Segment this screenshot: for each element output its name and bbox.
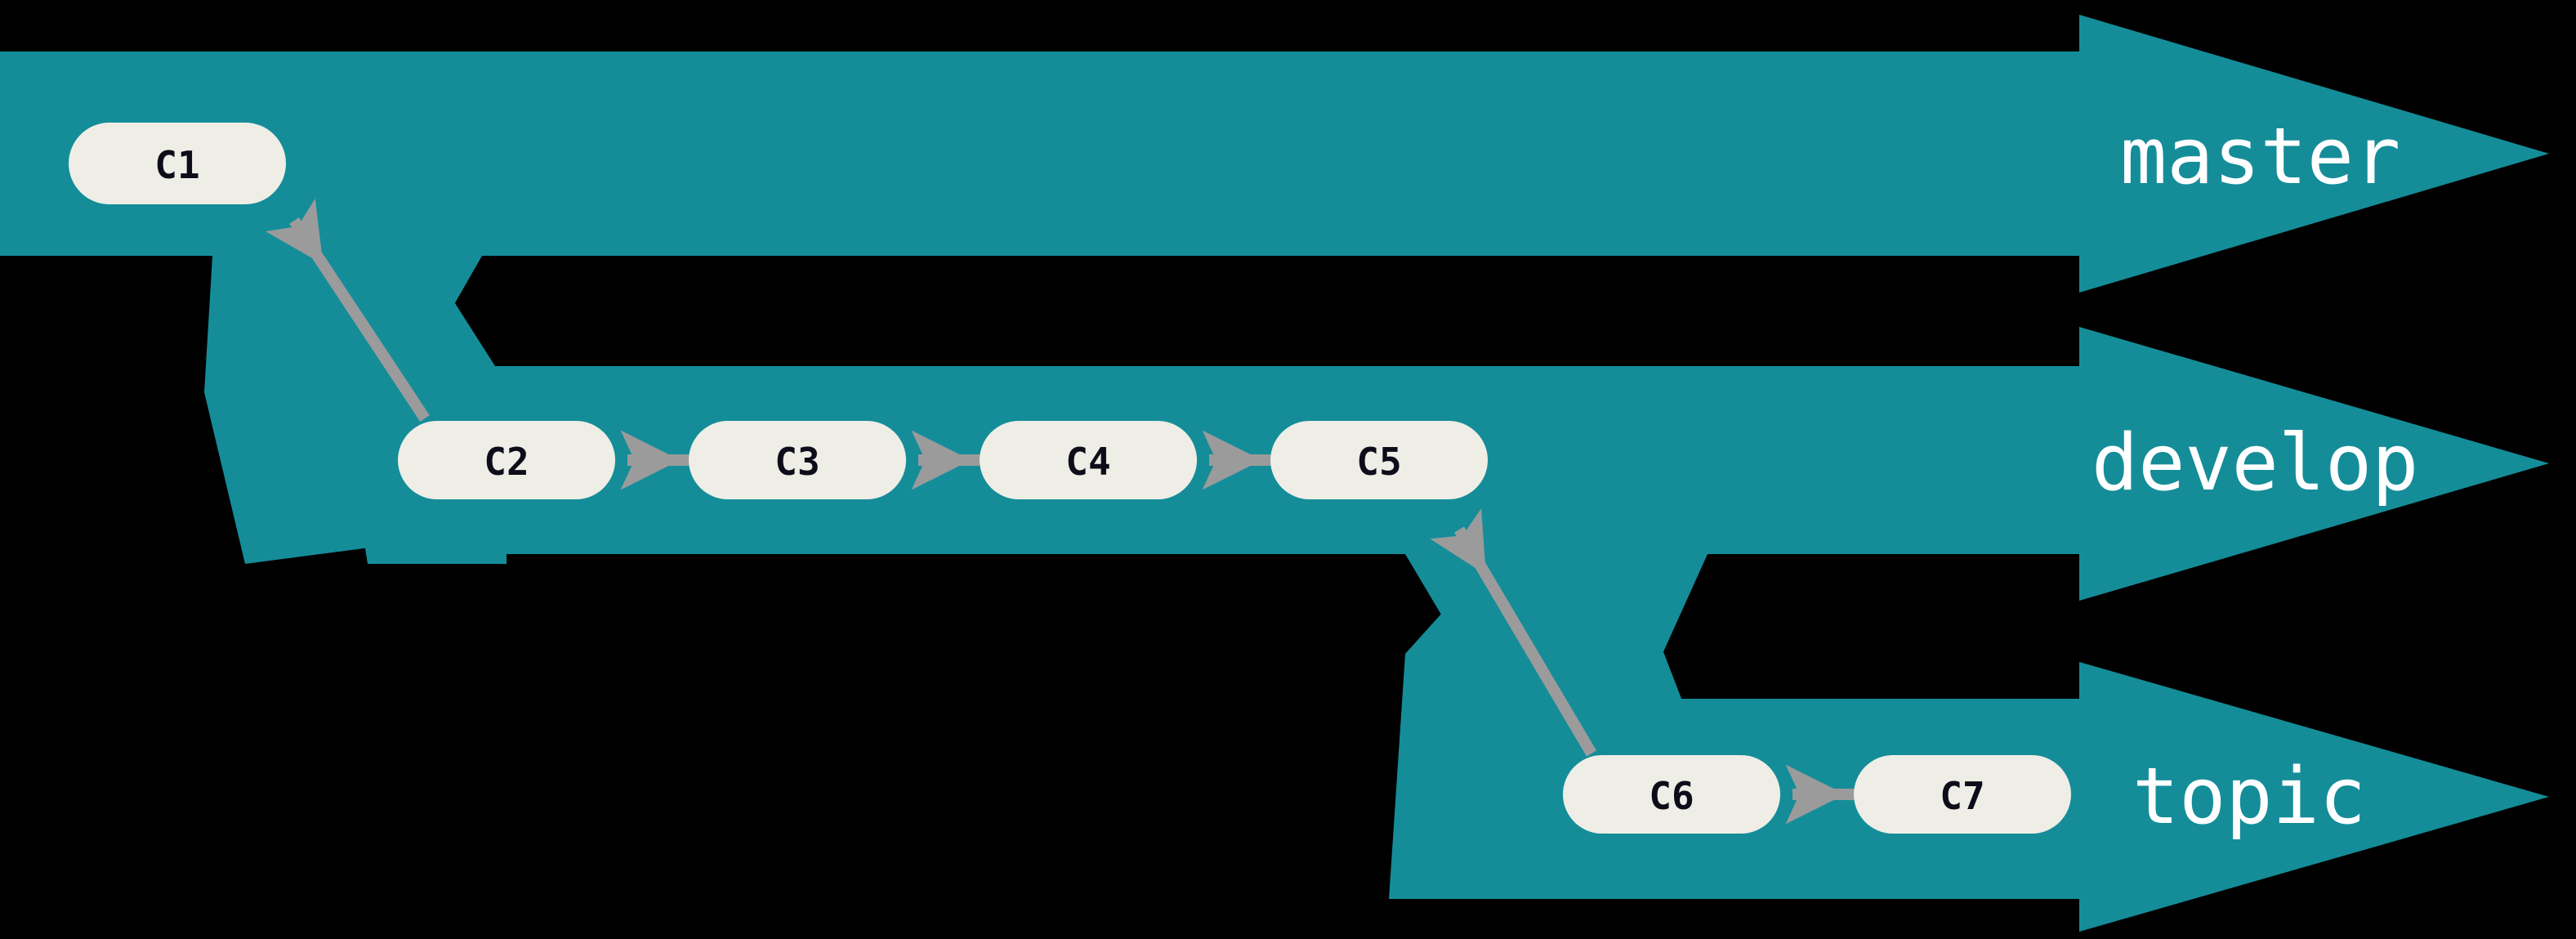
commit-node-label: C4 bbox=[1065, 440, 1110, 484]
branch-label-topic: topic bbox=[2132, 752, 2366, 842]
commit-edge-group bbox=[266, 198, 1855, 825]
commit-node-label: C7 bbox=[1940, 774, 1984, 818]
commit-node-c5[interactable]: C5 bbox=[1270, 421, 1488, 499]
commit-node-shape bbox=[1563, 755, 1780, 834]
commit-node-c4[interactable]: C4 bbox=[980, 421, 1197, 499]
commit-node-group: C1 C2 C3 C4 C5 C6 bbox=[69, 123, 2071, 834]
commit-node-shape bbox=[398, 421, 615, 499]
commit-node-label: C2 bbox=[484, 440, 529, 484]
commit-node-label: C3 bbox=[775, 440, 819, 484]
commit-node-c1[interactable]: C1 bbox=[69, 123, 286, 204]
edge-c2-to-c1 bbox=[266, 198, 430, 422]
commit-node-c2[interactable]: C2 bbox=[398, 421, 615, 499]
commit-node-shape bbox=[69, 123, 286, 204]
edge-c6-to-c5 bbox=[1430, 508, 1597, 757]
branch-arrowhead-develop bbox=[2079, 327, 2549, 601]
commit-node-shape bbox=[1854, 755, 2071, 834]
commit-node-label: C1 bbox=[154, 143, 199, 187]
branch-label-group: master develop topic bbox=[2092, 112, 2418, 842]
branch-ribbon-master bbox=[0, 51, 2079, 564]
branch-arrowhead-group bbox=[2079, 15, 2549, 932]
branch-label-master: master bbox=[2120, 112, 2400, 202]
commit-node-shape bbox=[1270, 421, 1488, 499]
branch-label-develop: develop bbox=[2092, 418, 2418, 508]
commit-node-label: C6 bbox=[1649, 774, 1694, 818]
commit-node-shape bbox=[689, 421, 906, 499]
branch-arrowhead-topic bbox=[2079, 662, 2549, 932]
commit-node-c7[interactable]: C7 bbox=[1854, 755, 2071, 834]
branch-arrowhead-master bbox=[2079, 15, 2549, 293]
commit-node-shape bbox=[980, 421, 1197, 499]
commit-node-label: C5 bbox=[1356, 440, 1401, 484]
commit-node-c3[interactable]: C3 bbox=[689, 421, 906, 499]
commit-node-c6[interactable]: C6 bbox=[1563, 755, 1780, 834]
